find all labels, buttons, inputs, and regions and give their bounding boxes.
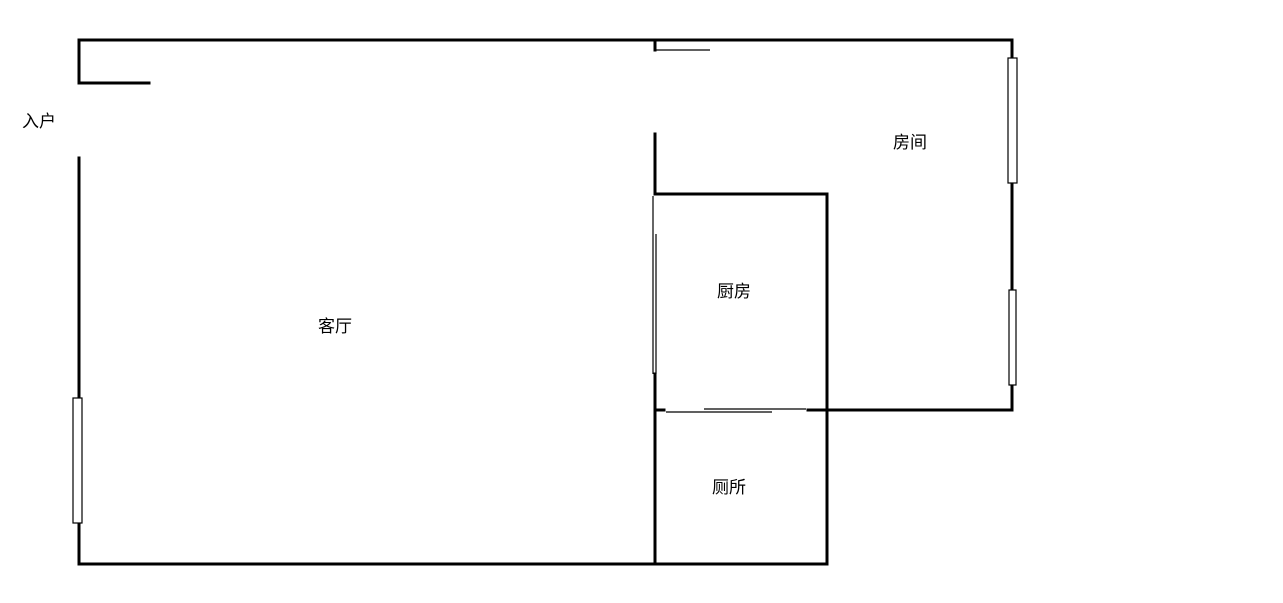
label-toilet: 厕所 (712, 478, 746, 498)
window-living-room (72, 397, 83, 524)
walls (77, 38, 1014, 566)
window-bedroom-1 (1007, 57, 1018, 184)
window-bedroom-2 (1008, 289, 1017, 386)
label-entrance: 入户 (22, 112, 56, 132)
outer-wall-top-right (77, 38, 1014, 412)
label-kitchen: 厨房 (717, 282, 751, 302)
outer-wall-left-bottom (77, 156, 829, 566)
room-labels: 入户 客厅 房间 厨房 厕所 (22, 112, 927, 498)
windows (72, 57, 1018, 524)
label-living-room: 客厅 (318, 317, 352, 337)
label-bedroom: 房间 (893, 133, 927, 153)
